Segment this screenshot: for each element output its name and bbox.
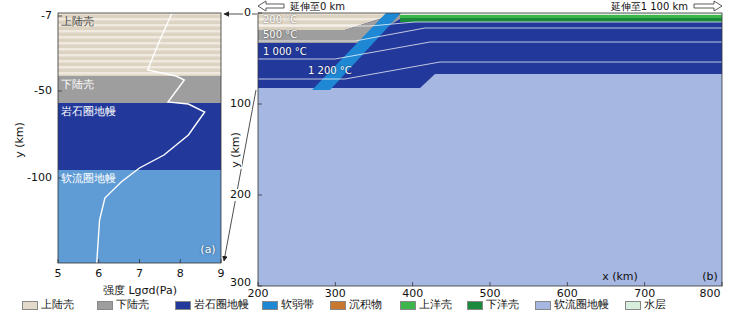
axis-label: 200 (247, 288, 270, 300)
isotherm-label: 500 °C (263, 29, 297, 40)
model-shape (400, 18, 722, 22)
axis-label: y (km) (230, 131, 242, 169)
layer-band: 上陆壳 (58, 13, 221, 76)
legend-swatch (535, 301, 551, 310)
axis-label: 200 (229, 189, 252, 201)
legend-item: 下洋壳 (467, 299, 519, 311)
legend-item: 下陆壳 (97, 299, 149, 311)
model-shape (224, 14, 257, 15)
legend-swatch (175, 301, 191, 310)
layer-name: 上陆壳 (61, 16, 218, 28)
strength-curve (97, 13, 205, 263)
layer-band: 岩石圈地幔 (58, 103, 221, 170)
legend-text: 岩石圈地幔 (194, 299, 249, 311)
legend-item: 上洋壳 (400, 299, 452, 311)
legend-item: 上陆壳 (22, 299, 74, 311)
legend-text: 上洋壳 (419, 299, 452, 311)
legend-text: 水层 (644, 299, 666, 311)
model-shape (258, 1, 284, 11)
model-shape (58, 13, 221, 263)
model-shape (97, 13, 205, 263)
axis-label: 5 (54, 268, 63, 280)
layer-band: 下陆壳 (58, 76, 221, 103)
axis-label: 延伸至0 km (289, 1, 346, 12)
model-shape (258, 13, 722, 286)
legend-item: 沉积物 (330, 299, 382, 311)
axis-label: 300 (324, 288, 347, 300)
model-shape (58, 76, 221, 103)
axis-label: 6 (94, 268, 103, 280)
isotherm-label: 200 °C (263, 14, 297, 25)
axis-label: 8 (176, 268, 185, 280)
legend-item: 软弱带 (262, 299, 314, 311)
layer-name: 下陆壳 (61, 79, 218, 91)
legend-swatch (330, 301, 346, 310)
isotherm-label: 1 200 °C (308, 65, 352, 76)
legend-text: 沉积物 (349, 299, 382, 311)
legend-swatch (262, 301, 278, 310)
legend-text: 软弱带 (281, 299, 314, 311)
layer-name: 软流圈地幔 (61, 173, 218, 185)
legend-swatch (467, 301, 483, 310)
model-shape (258, 22, 722, 79)
axis-label: 0 (243, 7, 252, 19)
model-shape (58, 13, 221, 263)
legend-item: 软流圈地幔 (535, 299, 609, 311)
legend-swatch (97, 301, 113, 310)
axis-label: 9 (217, 268, 226, 280)
isotherm-label: 1 000 °C (263, 46, 307, 57)
axis-label: (b) (702, 271, 718, 283)
legend-text: 上陆壳 (41, 299, 74, 311)
legend-swatch (400, 301, 416, 310)
model-shape (400, 15, 722, 18)
legend-item: 水层 (625, 299, 666, 311)
model-shape (58, 170, 221, 263)
axis-label: x (km) (602, 271, 638, 283)
legend-swatch (22, 301, 38, 310)
model-shape (258, 1, 722, 286)
model-shape (694, 1, 722, 11)
axis-label: y (km) (14, 121, 26, 159)
axis-label: 100 (229, 98, 252, 110)
axis-label: 800 (699, 288, 722, 300)
axis-label: (a) (200, 244, 215, 256)
layer-name: 岩石圈地幔 (61, 106, 218, 118)
axis-label: 延伸至1 100 km (610, 1, 689, 12)
legend-text: 软流圈地幔 (554, 299, 609, 311)
axis-label: -100 (26, 172, 53, 184)
axis-label: 7 (135, 268, 144, 280)
axis-label: -50 (33, 85, 53, 97)
legend-item: 岩石圈地幔 (175, 299, 249, 311)
legend-text: 下洋壳 (486, 299, 519, 311)
model-shape (58, 103, 221, 170)
model-shape (58, 13, 221, 76)
layer-band: 软流圈地幔 (58, 170, 221, 263)
axis-label: -7 (40, 10, 53, 22)
model-shape (258, 13, 722, 286)
axis-label: 强度 Lgσd(Pa) (102, 285, 178, 297)
legend-text: 下陆壳 (116, 299, 149, 311)
model-shape (224, 90, 256, 261)
model-shape (58, 16, 221, 263)
model-shape (258, 13, 722, 286)
legend-swatch (625, 301, 641, 310)
